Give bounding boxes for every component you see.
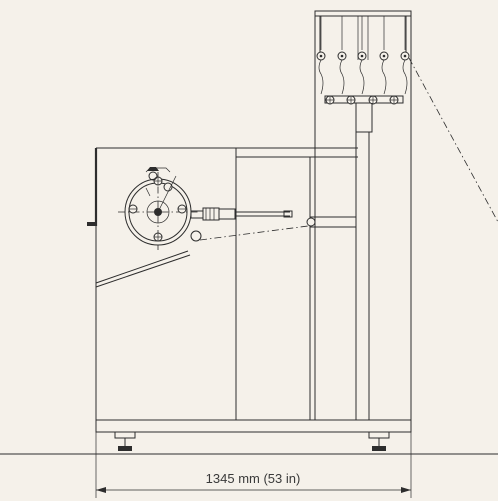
leveling-foot-left xyxy=(114,431,136,451)
leveling-foot-right xyxy=(368,431,390,451)
cabinet-body xyxy=(95,147,412,433)
guide-pulley xyxy=(190,230,202,242)
width-dimension xyxy=(95,432,412,498)
tension-knob xyxy=(147,167,159,181)
creel-guides xyxy=(316,16,410,95)
door-handle xyxy=(87,148,98,226)
creel-frame xyxy=(314,10,412,420)
winding-spool xyxy=(118,167,198,250)
sloped-tray xyxy=(95,250,191,288)
transfer-beam xyxy=(306,216,357,228)
creel-crossbar xyxy=(324,95,404,133)
main-column xyxy=(355,132,370,420)
guide-arm xyxy=(190,207,293,221)
dimension-label: 1345 mm (53 in) xyxy=(206,471,301,486)
thread-paths xyxy=(199,57,498,241)
